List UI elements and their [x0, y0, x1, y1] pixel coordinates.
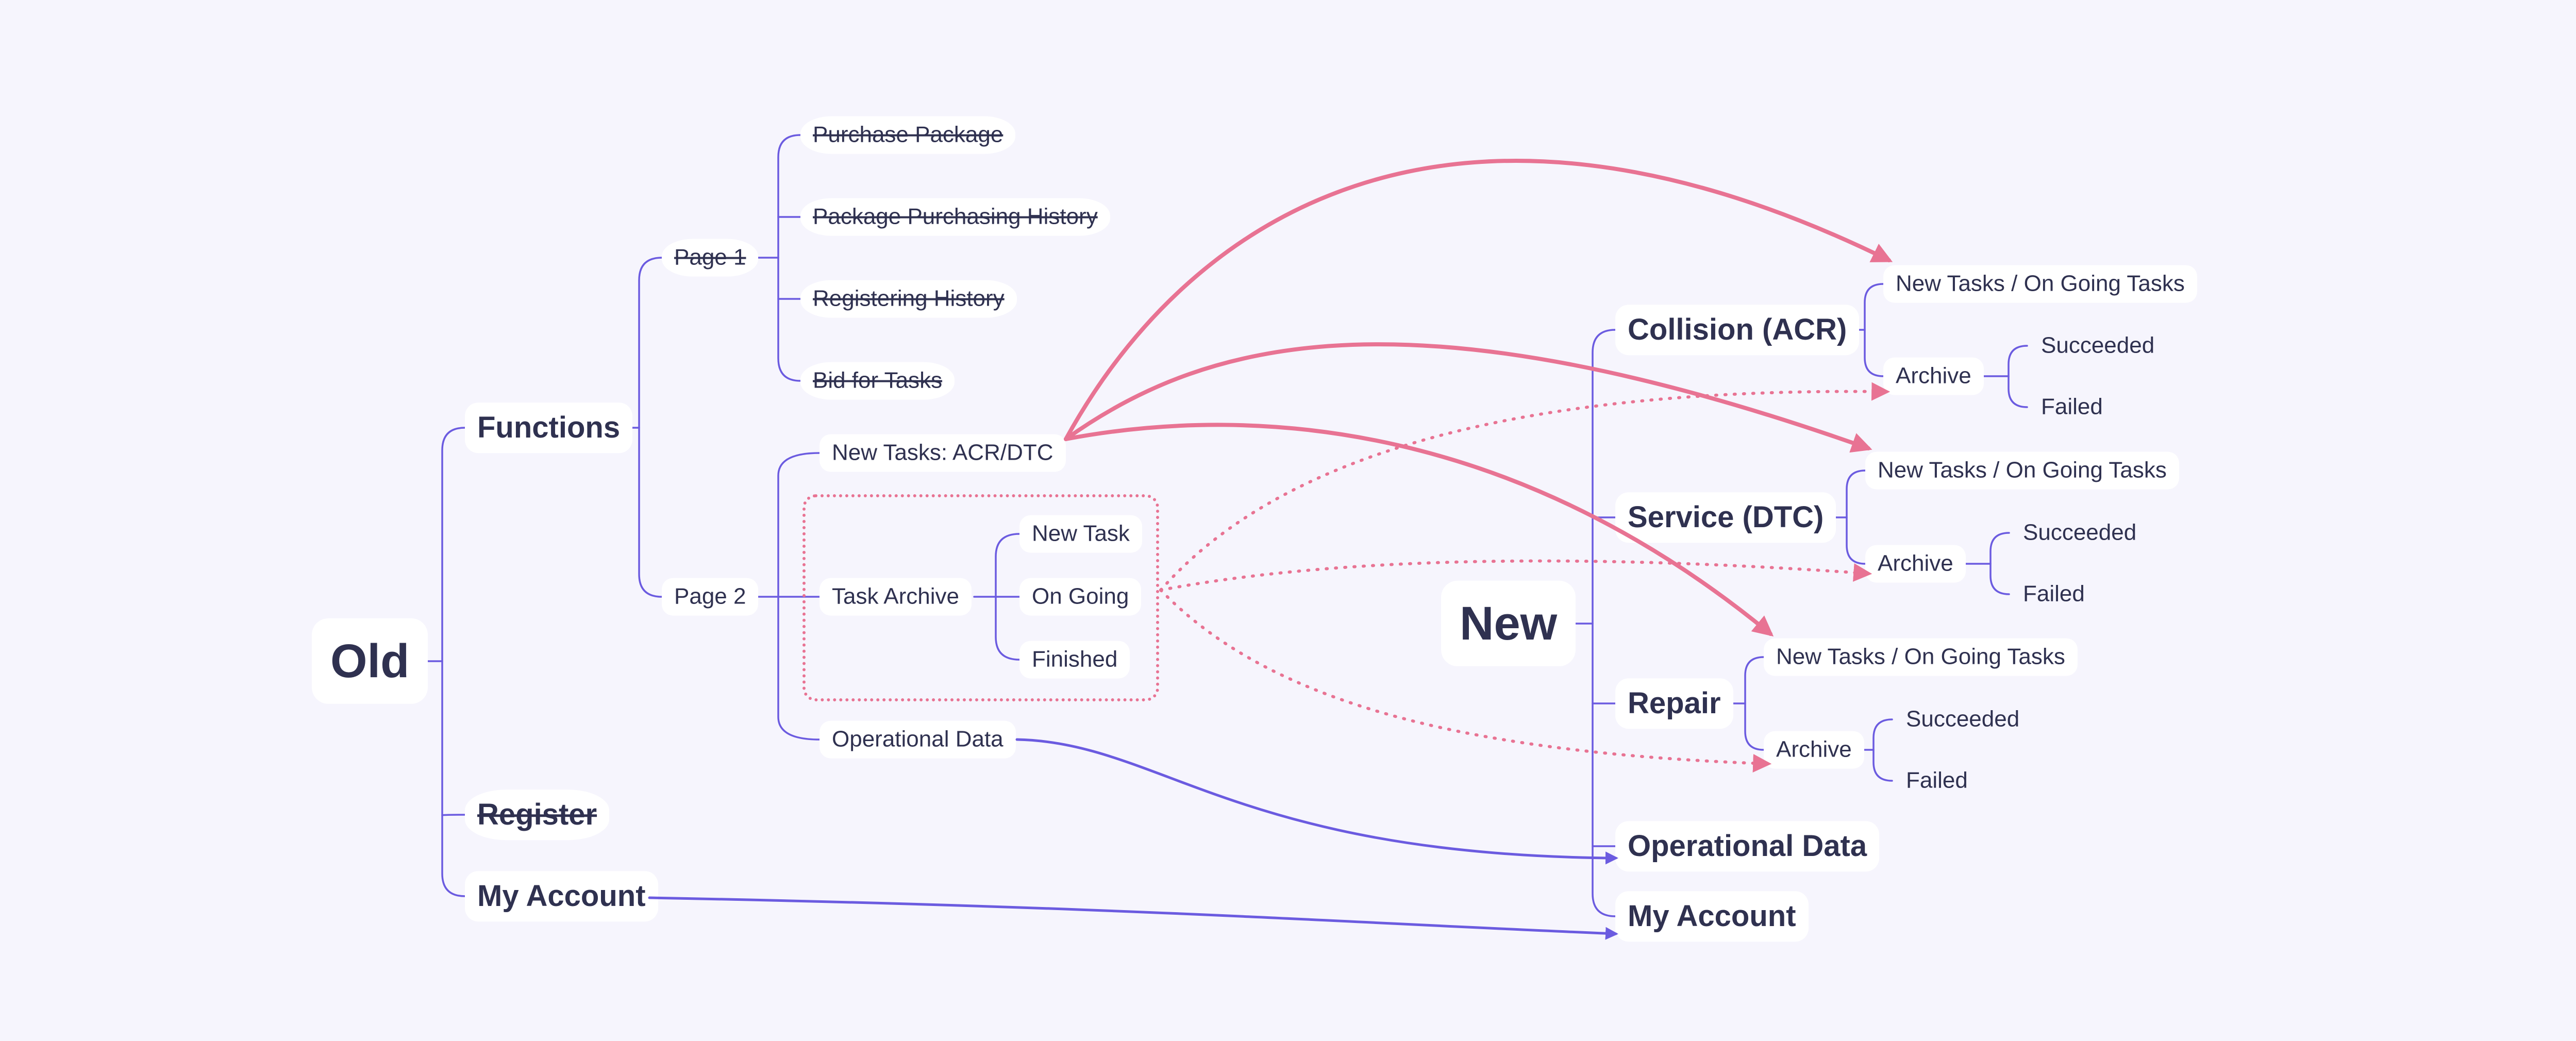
new-operational-data[interactable]: Operational Data [1615, 821, 1880, 871]
old-my-account[interactable]: My Account [465, 871, 658, 921]
connector [1744, 656, 1765, 751]
arrow-operational-data [1015, 738, 1618, 865]
new-service[interactable]: Service (DTC) [1615, 492, 1836, 543]
old-bid-for-tasks[interactable]: Bid for Tasks [800, 362, 955, 400]
connector [441, 427, 466, 897]
connector [777, 216, 801, 300]
connector [638, 257, 663, 598]
old-register[interactable]: Register [465, 790, 610, 840]
new-repair-failed[interactable]: Failed [1906, 767, 1968, 793]
old-page-2[interactable]: Page 2 [662, 578, 759, 616]
old-purchase-package[interactable]: Purchase Package [800, 116, 1016, 154]
connector [1846, 469, 1866, 565]
connector [1872, 718, 1893, 782]
old-new-tasks[interactable]: New Tasks: ACR/DTC [819, 434, 1066, 472]
new-service-tasks[interactable]: New Tasks / On Going Tasks [1865, 451, 2179, 490]
new-my-account[interactable]: My Account [1615, 891, 1809, 942]
new-repair-tasks[interactable]: New Tasks / On Going Tasks [1764, 638, 2078, 676]
new-service-archive[interactable]: Archive [1865, 545, 1966, 583]
arrow-archive-to-collision [1159, 382, 1891, 592]
arrow-new-tasks-to-service [1064, 342, 1872, 453]
new-repair-archive[interactable]: Archive [1764, 731, 1864, 769]
arrow-my-account [648, 896, 1618, 940]
new-repair-succeeded[interactable]: Succeeded [1906, 706, 2020, 732]
new-service-failed[interactable]: Failed [2023, 581, 2085, 607]
old-task-archive[interactable]: Task Archive [819, 578, 972, 616]
old-root[interactable]: Old [312, 618, 428, 704]
new-collision-failed[interactable]: Failed [2041, 394, 2103, 419]
new-collision-archive[interactable]: Archive [1883, 357, 1984, 395]
new-collision-succeeded[interactable]: Succeeded [2041, 332, 2155, 358]
connector [2008, 345, 2028, 408]
connector [1864, 283, 1884, 377]
old-archive-finished[interactable]: Finished [1019, 641, 1130, 679]
connector [1592, 329, 1616, 917]
old-functions[interactable]: Functions [465, 402, 633, 453]
arrow-new-tasks-to-repair [1064, 423, 1774, 637]
arrow-archive-to-repair [1159, 589, 1772, 773]
new-service-succeeded[interactable]: Succeeded [2023, 519, 2137, 545]
new-repair[interactable]: Repair [1615, 678, 1733, 729]
task-archive-group [802, 494, 1159, 701]
new-root[interactable]: New [1441, 580, 1576, 667]
arrow-archive-to-service [1159, 559, 1872, 592]
connector [777, 134, 801, 382]
old-page-1[interactable]: Page 1 [662, 239, 759, 277]
old-operational-data[interactable]: Operational Data [819, 720, 1016, 759]
old-archive-new-task[interactable]: New Task [1019, 515, 1142, 553]
arrow-new-tasks-to-collision [1064, 159, 1893, 441]
new-collision-tasks[interactable]: New Tasks / On Going Tasks [1883, 265, 2197, 303]
old-registering-history[interactable]: Registering History [800, 280, 1017, 318]
old-package-purchasing-history[interactable]: Package Purchasing History [800, 198, 1110, 236]
connector [1989, 532, 2010, 595]
old-archive-on-going[interactable]: On Going [1019, 578, 1142, 616]
new-collision[interactable]: Collision (ACR) [1615, 305, 1860, 355]
